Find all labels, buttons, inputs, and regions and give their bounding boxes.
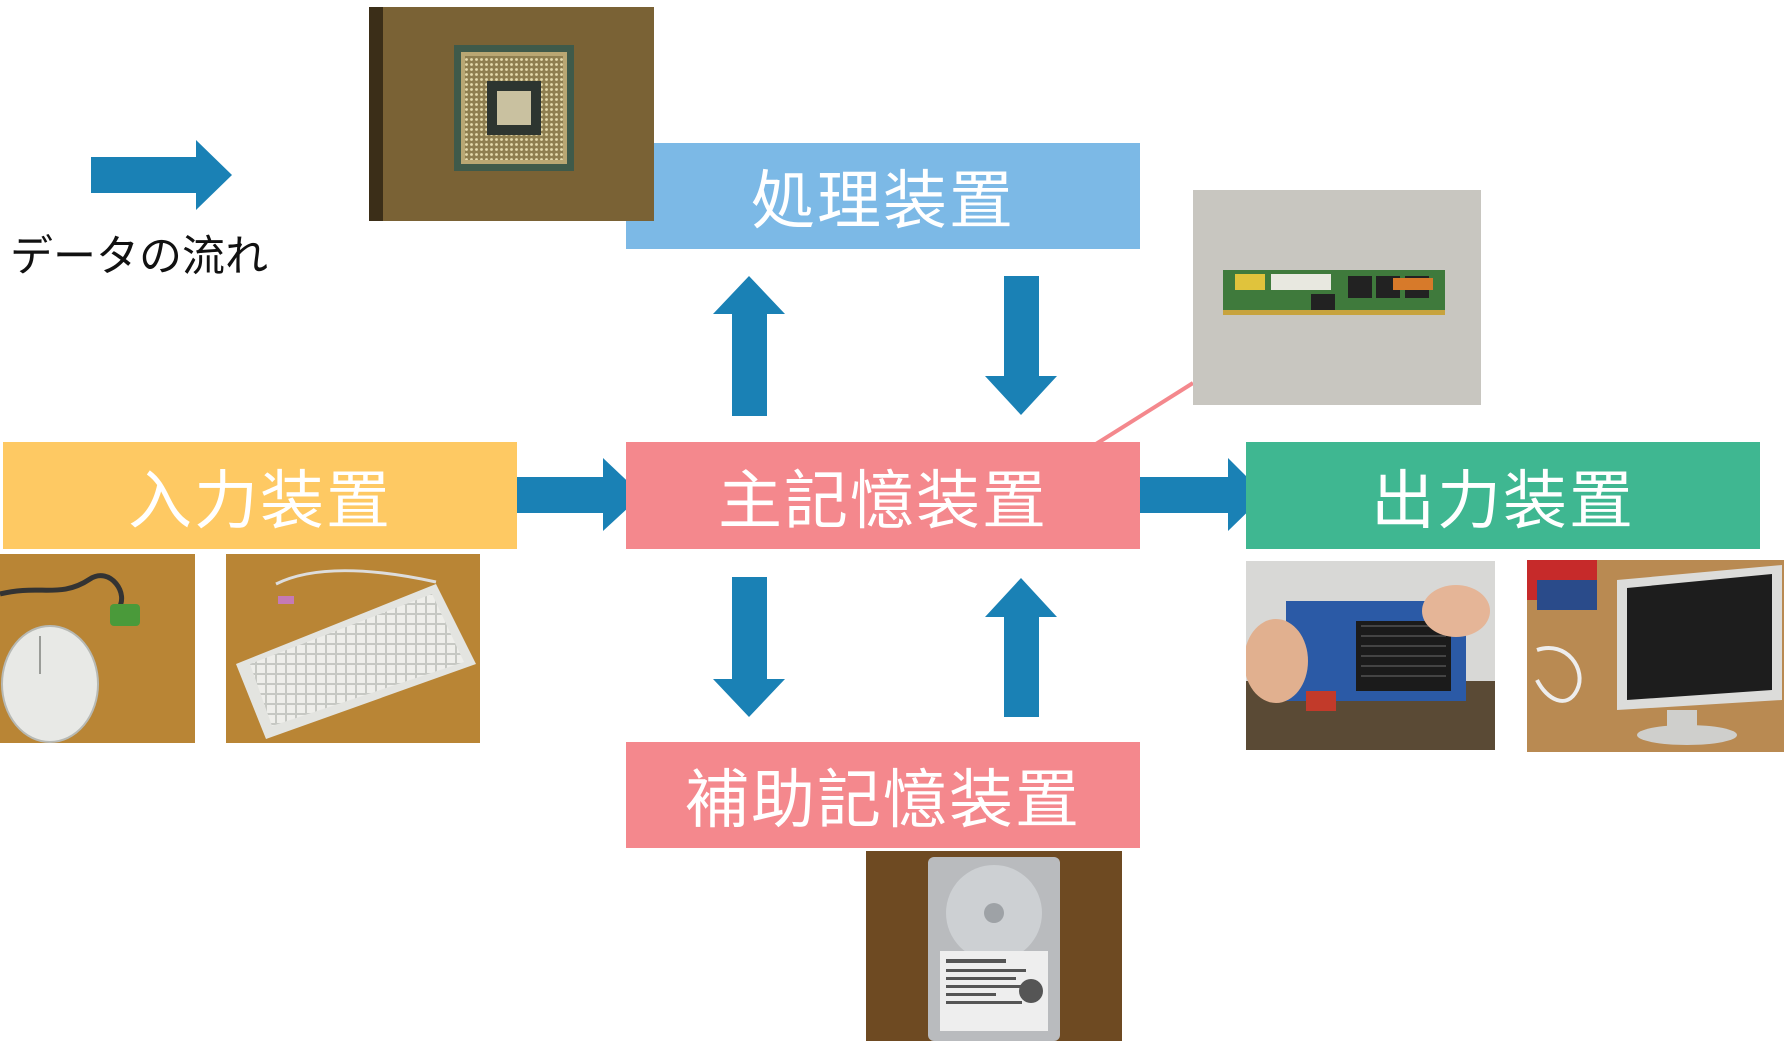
legend-arrow-icon [91, 140, 232, 210]
cpu-photo [369, 7, 654, 221]
keyboard-photo [226, 554, 480, 743]
arrow-aux-storage-to-main-memory [985, 578, 1057, 717]
output-device-label: 出力装置 [1371, 464, 1635, 539]
mouse-photo [0, 554, 195, 743]
graphics-card-photo [1246, 561, 1495, 750]
output-device-box: 出力装置 [1246, 442, 1760, 549]
main-memory-label: 主記憶装置 [718, 464, 1048, 539]
hard-disk-photo [866, 851, 1122, 1041]
arrow-main-memory-to-output [1124, 458, 1265, 531]
legend-label: データの流れ [10, 232, 268, 282]
arrow-main-memory-to-processing [713, 276, 785, 416]
processing-unit-box: 処理装置 [626, 143, 1140, 249]
main-memory-box: 主記憶装置 [626, 442, 1140, 549]
input-device-box: 入力装置 [3, 442, 517, 549]
ram-module-photo [1193, 190, 1481, 405]
processing-unit-label: 処理装置 [751, 165, 1015, 239]
arrow-processing-to-main-memory [985, 276, 1057, 415]
auxiliary-storage-box: 補助記憶装置 [626, 742, 1140, 848]
arrow-main-memory-to-aux-storage [713, 577, 785, 717]
auxiliary-storage-label: 補助記憶装置 [685, 764, 1081, 838]
ram-connector-line [1094, 381, 1195, 446]
monitor-photo [1527, 560, 1784, 752]
arrow-input-to-main-memory [500, 458, 642, 531]
input-device-label: 入力装置 [128, 464, 392, 539]
